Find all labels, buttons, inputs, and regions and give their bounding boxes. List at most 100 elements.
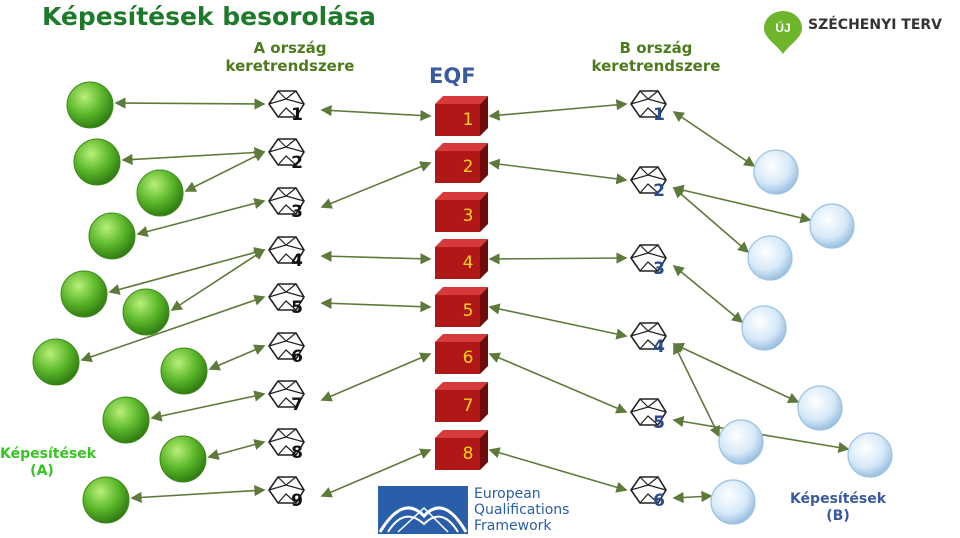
eqf-cube-top: [435, 239, 488, 247]
a-to-eqf-link: [320, 297, 432, 313]
szechenyi-logo-icon: ÚJ: [764, 11, 802, 54]
eqf-to-b-link: [488, 303, 628, 340]
eqf-level-label: 3: [463, 206, 474, 226]
eqf-cube-side: [480, 192, 488, 232]
country-b-level-label: 2: [653, 181, 665, 201]
country-a-cube-facets: [268, 236, 305, 264]
eqf-cube-top: [435, 382, 488, 390]
country-b-cube-facets: [630, 398, 667, 426]
framework-b-label: B ország keretrendszere: [571, 39, 741, 75]
qualification-b-link: [672, 490, 713, 504]
country-a-level-label: 3: [291, 202, 303, 222]
qualification-a-link: [207, 439, 266, 460]
framework-b-line1: B ország: [619, 39, 693, 57]
eqf-logo-line1: European: [474, 486, 541, 502]
qualification-a-node: [73, 138, 121, 186]
qualification-a-node: [66, 81, 114, 129]
eqf-cube-side: [480, 143, 488, 183]
qualification-b-node: [741, 305, 787, 351]
framework-a-label: A ország keretrendszere: [205, 39, 375, 75]
qualification-a-node: [122, 288, 170, 336]
eqf-level-8: 8: [435, 430, 488, 470]
qualification-b-link: [673, 342, 720, 438]
eqf-to-b-link: [488, 352, 628, 414]
eqf-level-label: 2: [463, 157, 474, 177]
qualification-a-node: [60, 270, 108, 318]
eqf-cube-top: [435, 334, 488, 342]
eqf-level-1: 1: [435, 96, 488, 136]
country-a-level-label: 7: [291, 395, 303, 415]
country-a-level-7: 7: [268, 380, 305, 415]
eqf-cube-side: [480, 382, 488, 422]
logo-badge-text: ÚJ: [775, 20, 790, 35]
country-b-cube-facets: [630, 322, 667, 350]
country-b-level-label: 5: [653, 413, 665, 433]
country-b-cube-facets: [630, 166, 667, 194]
qualification-b-link: [672, 342, 800, 404]
eqf-cube-side: [480, 430, 488, 470]
qualification-b-link: [672, 111, 756, 167]
country-b-level-5: 5: [630, 398, 667, 433]
country-a-level-9: 9: [268, 476, 305, 511]
qualification-b-node: [747, 235, 793, 281]
qualification-a-node: [136, 169, 184, 217]
eqf-cube-side: [480, 287, 488, 327]
country-b-level-4: 4: [630, 322, 667, 357]
qualification-b-node: [710, 479, 756, 525]
country-a-level-label: 9: [291, 491, 303, 511]
qualification-b-node: [847, 432, 893, 478]
qualifications-a-line2: (A): [30, 463, 54, 479]
country-b-cube-facets: [630, 244, 667, 272]
qualification-b-node: [718, 419, 764, 465]
eqf-cube-side: [480, 334, 488, 374]
qualification-b-node: [753, 149, 799, 195]
qualifications-b-line2: (B): [826, 508, 850, 524]
country-b-level-6: 6: [630, 476, 667, 511]
eqf-cube-icon: [435, 295, 480, 327]
eqf-to-b-link: [488, 252, 628, 265]
eqf-cube-top: [435, 430, 488, 438]
qualification-a-node: [160, 347, 208, 395]
country-a-level-3: 3: [268, 187, 305, 222]
eqf-cube-icon: [435, 438, 480, 470]
qualification-a-link: [130, 484, 266, 504]
country-a-cube-facets: [268, 187, 305, 215]
country-a-level-label: 1: [291, 105, 303, 125]
eqf-logo-line2: Qualifications: [474, 502, 570, 518]
country-a-level-label: 5: [291, 298, 303, 318]
qualification-a-node: [32, 338, 80, 386]
eqf-level-label: 4: [463, 253, 474, 273]
qualification-a-node: [102, 396, 150, 444]
qualification-a-link: [121, 146, 266, 166]
eqf-cube-top: [435, 96, 488, 104]
eqf-level-5: 5: [435, 287, 488, 327]
country-a-cube-facets: [268, 90, 305, 118]
eqf-level-4: 4: [435, 239, 488, 279]
qualification-a-link: [80, 294, 266, 363]
country-b-level-1: 1: [630, 90, 667, 125]
eqf-level-label: 1: [463, 110, 474, 130]
eqf-logo-text: European Qualifications Framework: [474, 486, 569, 534]
qualification-b-link: [672, 184, 812, 224]
eqf-level-3: 3: [435, 192, 488, 232]
country-b-level-label: 3: [653, 259, 665, 279]
eqf-level-2: 2: [435, 143, 488, 183]
framework-a-line2: keretrendszere: [225, 57, 355, 75]
country-a-cube-facets: [268, 428, 305, 456]
country-a-cube-facets: [268, 138, 305, 166]
eqf-cube-top: [435, 192, 488, 200]
eqf-cube-icon: [435, 342, 480, 374]
eqf-level-label: 6: [463, 348, 474, 368]
country-a-cube-facets: [268, 380, 305, 408]
qualification-b-node: [809, 203, 855, 249]
eqf-level-label: 8: [463, 444, 474, 464]
qualification-a-link: [136, 198, 266, 237]
country-a-level-5: 5: [268, 283, 305, 318]
country-a-level-label: 2: [291, 153, 303, 173]
eqf-cube-top: [435, 287, 488, 295]
eqf-level-6: 6: [435, 334, 488, 374]
country-b-level-2: 2: [630, 166, 667, 201]
framework-a-line1: A ország: [253, 39, 327, 57]
